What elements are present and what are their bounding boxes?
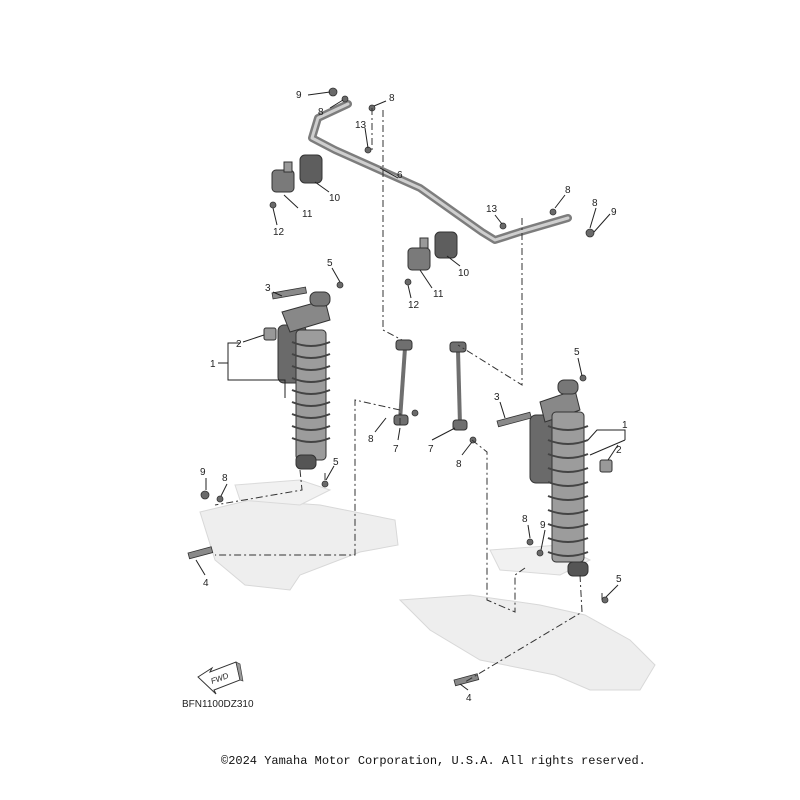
left-lower-arm — [199, 479, 399, 591]
callout-13: 13 — [486, 204, 498, 215]
callout-8: 8 — [368, 434, 374, 445]
callout-5: 5 — [333, 457, 339, 468]
shock-absorber-right — [529, 379, 613, 577]
callout-8: 8 — [318, 107, 324, 118]
callout-8: 8 — [456, 459, 462, 470]
callout-5: 5 — [327, 258, 333, 269]
callout-9: 9 — [296, 90, 302, 101]
callout-7: 7 — [393, 444, 399, 455]
callout-12: 12 — [408, 300, 420, 311]
callout-8: 8 — [565, 185, 571, 196]
copyright-text: ©2024 Yamaha Motor Corporation, U.S.A. A… — [221, 754, 646, 768]
callout-11: 11 — [302, 209, 313, 220]
callout-2: 2 — [616, 445, 622, 456]
bushing-left — [271, 154, 323, 193]
right-lower-arm — [398, 544, 656, 691]
callout-4: 4 — [203, 578, 209, 589]
callout-13: 13 — [355, 120, 367, 131]
callout-10: 10 — [329, 193, 341, 204]
callout-8: 8 — [389, 93, 395, 104]
stabilizer-link-left — [393, 339, 413, 426]
callout-1: 1 — [622, 420, 628, 431]
callout-9: 9 — [611, 207, 617, 218]
callout-10: 10 — [458, 268, 470, 279]
callout-3: 3 — [494, 392, 500, 403]
callout-7: 7 — [428, 444, 434, 455]
diagram-code: BFN1100DZ310 — [182, 699, 254, 710]
callout-9: 9 — [540, 520, 546, 531]
callout-11: 11 — [433, 289, 444, 300]
callout-8: 8 — [522, 514, 528, 525]
fwd-direction-arrow: FWD — [197, 661, 244, 695]
callout-5: 5 — [616, 574, 622, 585]
callout-1: 1 — [210, 359, 216, 370]
assembly-lines — [214, 108, 603, 683]
callout-5: 5 — [574, 347, 580, 358]
callout-8: 8 — [592, 198, 598, 209]
bushing-right — [407, 231, 458, 271]
callout-3: 3 — [265, 283, 271, 294]
fasteners — [200, 87, 609, 604]
stabilizer-bar — [308, 100, 572, 244]
leader-lines — [195, 91, 626, 691]
callout-2: 2 — [236, 339, 242, 350]
callout-4: 4 — [466, 693, 472, 704]
bolts — [187, 286, 532, 687]
callout-8: 8 — [222, 473, 228, 484]
stabilizer-link-right — [449, 341, 468, 431]
callout-6: 6 — [397, 170, 403, 181]
shock-absorber-left — [263, 291, 331, 470]
callout-numbers: 9 8 8 13 6 10 11 12 13 8 8 9 10 11 12 5 … — [200, 90, 628, 704]
callout-12: 12 — [273, 227, 285, 238]
callout-9: 9 — [200, 467, 206, 478]
